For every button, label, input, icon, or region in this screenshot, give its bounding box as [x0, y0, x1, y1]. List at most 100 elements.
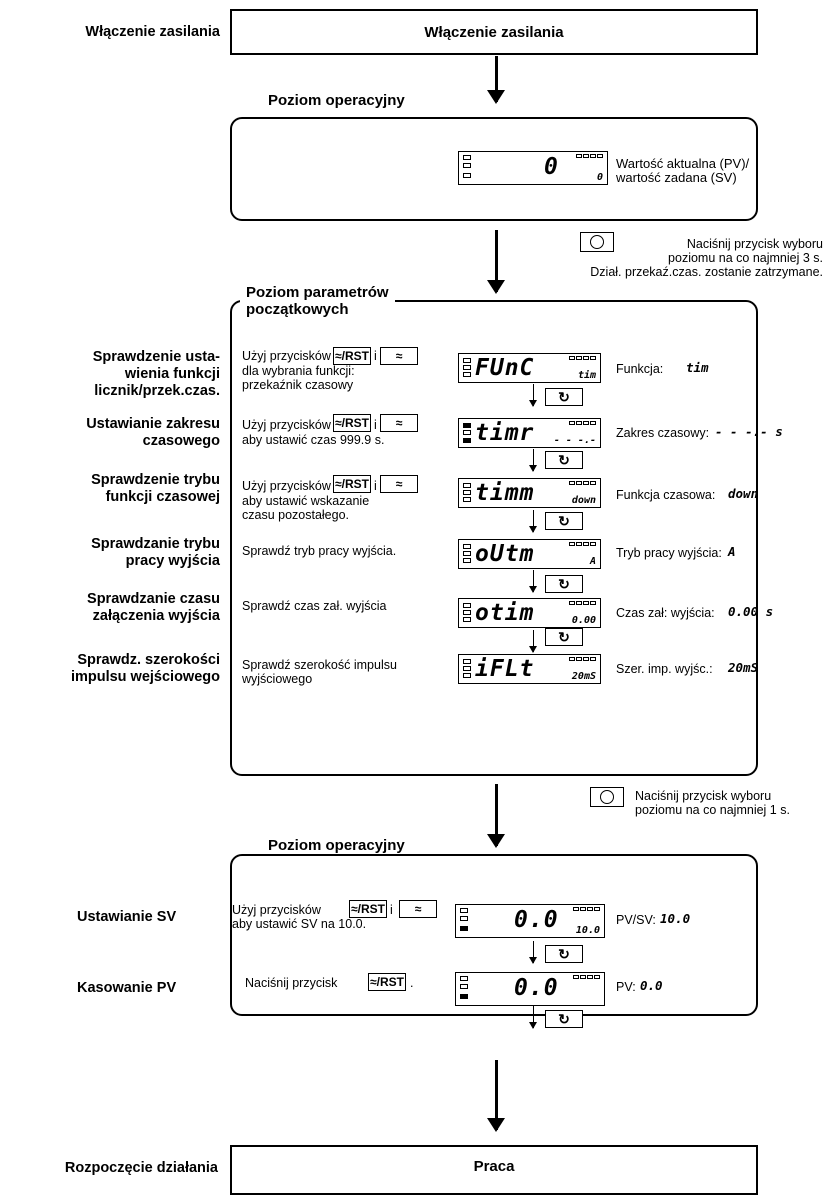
lcd-sub-indicators [569, 601, 596, 605]
sv-desc-value: 10.0 [660, 911, 691, 926]
lcd-sub-value: 0 [596, 172, 603, 183]
lcd-param-5: otim 0.00 [458, 598, 601, 628]
led-indicator [463, 155, 471, 160]
param3-desc-value: down [728, 486, 759, 501]
label-set-sv: Ustawianie SV [77, 909, 177, 925]
lcd-sv: 0.0 10.0 [455, 904, 605, 938]
sv-desc-label: PV/SV: [616, 913, 656, 927]
and-text: i [374, 418, 377, 432]
rotate-button[interactable]: ↻ [545, 1010, 583, 1028]
label-time-range: Ustawianie zakresu czasowego [86, 416, 220, 449]
led-indicator [463, 659, 471, 664]
led-indicator [463, 666, 471, 671]
and-text: i [374, 349, 377, 363]
mode-button[interactable] [580, 232, 614, 252]
label-start: Rozpoczęcie działania [64, 1160, 218, 1176]
param2-desc-label: Zakres czasowy: [616, 426, 710, 440]
led-indicator [463, 617, 471, 622]
param3-instr-post: aby ustawić wskazanie czasu pozostałego. [242, 494, 370, 522]
pv-desc-label: PV: [616, 980, 636, 994]
up-reset-button[interactable]: ≈/RST [349, 900, 387, 918]
param6-instr: Sprawdź szerokość impulsu wyjściowego [242, 658, 397, 686]
pv-instr-dot: . [410, 976, 414, 990]
led-indicator [463, 438, 471, 443]
led-indicator [463, 603, 471, 608]
transition-1-text: Naciśnij przycisk wyboru poziomu na co n… [590, 237, 823, 279]
circle-icon [600, 790, 614, 804]
operation-level-2-title: Poziom operacyjny [262, 837, 411, 854]
lcd-param-4: oUtm A [458, 539, 601, 569]
lcd-param-2: timr - - -.- [458, 418, 601, 448]
param6-desc-value: 20mS [728, 660, 759, 675]
lcd-op1: 0 0 [458, 151, 608, 185]
lcd-main-value: FUnC [475, 355, 535, 381]
power-on-box: Włączenie zasilania [230, 9, 758, 55]
param5-desc-value: 0.00 s [728, 604, 774, 619]
lcd-main-value: otim [475, 600, 535, 626]
down-button[interactable]: ≈ [399, 900, 437, 918]
up-reset-button[interactable]: ≈/RST [333, 414, 371, 432]
led-indicator [463, 490, 471, 495]
param3-instr-pre: Użyj przycisków [242, 479, 331, 493]
param5-desc-label: Czas zał: wyjścia: [616, 606, 715, 620]
small-arrow [529, 941, 537, 964]
power-on-title: Włączenie zasilania [424, 23, 564, 41]
label-output-mode: Sprawdzanie trybu pracy wyjścia [91, 536, 220, 569]
rotate-button[interactable]: ↻ [545, 945, 583, 963]
lcd-main-value: timr [475, 420, 535, 446]
pv-desc-value: 0.0 [640, 978, 663, 993]
rotate-button[interactable]: ↻ [545, 451, 583, 469]
label-output-on-time: Sprawdzanie czasu załączenia wyjścia [87, 591, 220, 624]
rotate-button[interactable]: ↻ [545, 388, 583, 406]
and-text: i [390, 903, 393, 917]
led-indicator [463, 358, 471, 363]
up-reset-button[interactable]: ≈/RST [333, 347, 371, 365]
lcd-main-value: oUtm [475, 541, 535, 567]
down-button[interactable]: ≈ [380, 414, 418, 432]
param2-instr-pre: Użyj przycisków [242, 418, 331, 432]
work-box: Praca [230, 1145, 758, 1195]
small-arrow [529, 570, 537, 593]
lcd-sub-value: 0.00 [571, 615, 596, 626]
lcd-sub-value: A [589, 556, 596, 567]
down-button[interactable]: ≈ [380, 475, 418, 493]
led-indicator [463, 673, 471, 678]
up-reset-button[interactable]: ≈/RST [333, 475, 371, 493]
led-indicator [460, 976, 468, 981]
lcd-sub-value: - - -.- [553, 435, 596, 446]
lcd-sub-indicators [573, 907, 600, 911]
rotate-button[interactable]: ↻ [545, 512, 583, 530]
label-reset-pv: Kasowanie PV [77, 980, 177, 996]
led-indicator [463, 610, 471, 615]
led-indicator [463, 173, 471, 178]
lcd-main-value: 0.0 [514, 975, 559, 1001]
param1-desc-label: Funkcja: [616, 362, 664, 376]
lcd-main-value: timm [475, 480, 535, 506]
initial-params-title: Poziom parametrów początkowych [240, 284, 395, 318]
param4-desc-value: A [728, 544, 736, 559]
rotate-button[interactable]: ↻ [545, 628, 583, 646]
led-indicator [463, 497, 471, 502]
lcd-sub-indicators [569, 542, 596, 546]
param3-desc-label: Funkcja czasowa: [616, 488, 716, 502]
small-arrow [529, 630, 537, 653]
rotate-button[interactable]: ↻ [545, 575, 583, 593]
led-indicator [460, 908, 468, 913]
up-reset-button[interactable]: ≈/RST [368, 973, 406, 991]
lcd-sub-indicators [576, 154, 603, 158]
lcd-sub-indicators [569, 657, 596, 661]
lcd-sub-indicators [569, 481, 596, 485]
sv-instr-post: aby ustawić SV na 10.0. [232, 917, 367, 931]
param5-instr: Sprawdź czas zał. wyjścia [242, 599, 387, 613]
work-title: Praca [473, 1157, 515, 1175]
arrow-3 [487, 784, 505, 848]
operation-level-1-title: Poziom operacyjny [262, 92, 411, 109]
lcd-sub-indicators [573, 975, 600, 979]
down-button[interactable]: ≈ [380, 347, 418, 365]
small-arrow [529, 510, 537, 533]
label-time-func-mode: Sprawdzenie trybu funkcji czasowej [91, 472, 220, 505]
lcd-sub-indicators [569, 421, 596, 425]
mode-button[interactable] [590, 787, 624, 807]
param6-desc-label: Szer. imp. wyjśc.: [616, 662, 713, 676]
lcd-sub-value: 10.0 [575, 925, 600, 936]
